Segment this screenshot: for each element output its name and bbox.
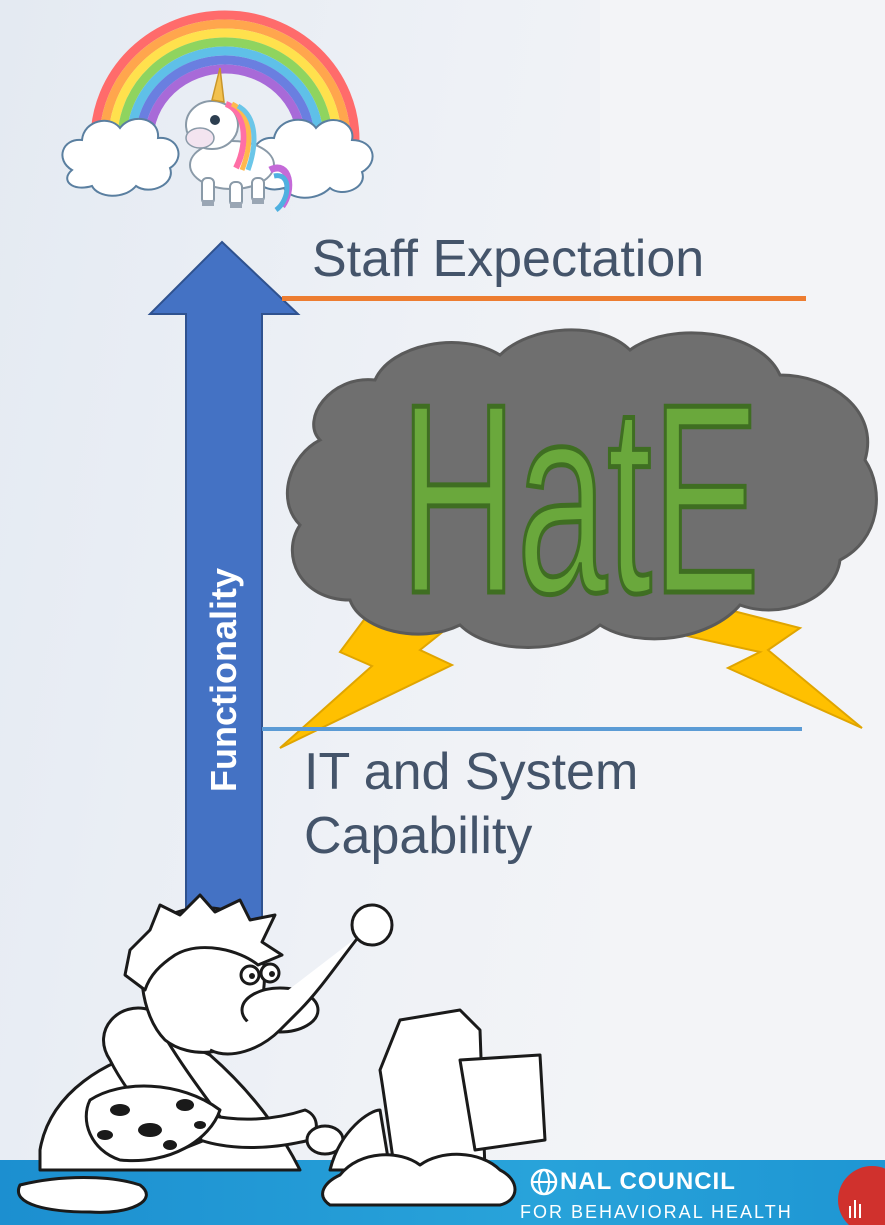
it-capability-line1: IT and System: [304, 743, 639, 801]
org-name-line1: NAL COUNCIL: [560, 1168, 736, 1195]
globe-icon: [530, 1168, 558, 1196]
it-capability-line2: Capability: [304, 807, 533, 865]
staff-expectation-label: Staff Expectation: [312, 230, 705, 288]
brand-badge-icon: [838, 1166, 885, 1225]
capability-line: [262, 727, 802, 731]
it-capability-label: IT and System Capability: [304, 740, 638, 868]
org-name-line2: FOR BEHAVIORAL HEALTH: [520, 1202, 793, 1222]
expectation-line: [282, 296, 806, 301]
hate-text: HatE: [400, 349, 760, 650]
